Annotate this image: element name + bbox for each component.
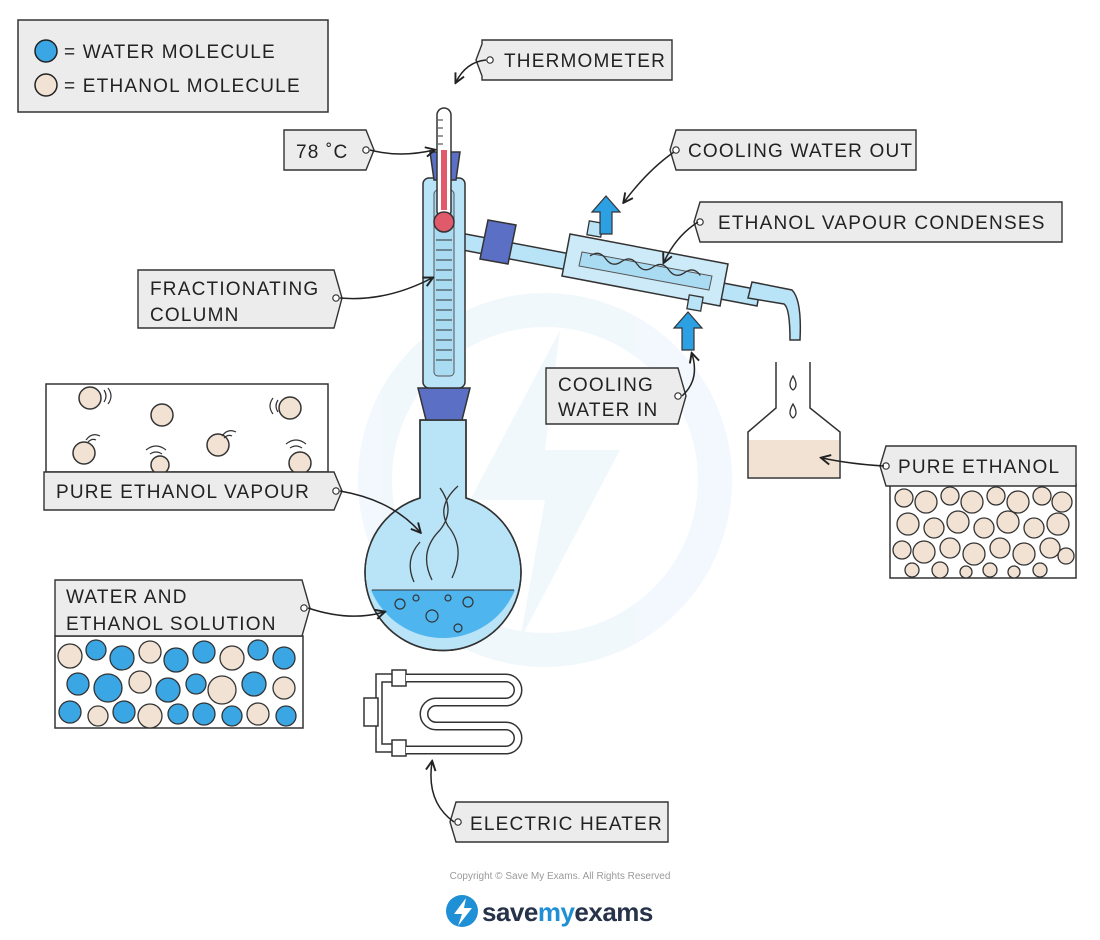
thermometer-label: THERMOMETER <box>504 51 666 72</box>
tag-cooling-water-in: COOLING WATER IN <box>545 367 687 425</box>
cooling-water-out-arrow <box>590 195 622 235</box>
drip-drop <box>789 374 797 391</box>
flow-arrows <box>590 195 704 351</box>
receiving-vessel <box>747 362 841 479</box>
pure-ethanol-molecule-box <box>889 483 1077 579</box>
solution-label-line2: ETHANOL SOLUTION <box>66 614 277 635</box>
legend-box <box>17 19 329 113</box>
drip-drop <box>789 402 797 419</box>
pure-ethanol-vapour-label: PURE ETHANOL VAPOUR <box>56 482 310 503</box>
legend: = WATER MOLECULE = ETHANOL MOLECULE <box>17 19 329 113</box>
pure-ethanol-label: PURE ETHANOL <box>898 457 1060 478</box>
tag-electric-heater: ELECTRIC HEATER <box>449 801 669 843</box>
cooling-water-in-label-line1: COOLING <box>558 375 654 396</box>
condenses-label: ETHANOL VAPOUR CONDENSES <box>718 213 1046 234</box>
electric-heater <box>363 669 523 757</box>
ethanol-molecule-icon <box>34 73 58 97</box>
tag-fractionating-column: FRACTIONATING COLUMN <box>137 269 343 329</box>
electric-heater-label: ELECTRIC HEATER <box>470 814 663 835</box>
footer: Copyright © Save My Exams. All Rights Re… <box>446 871 670 927</box>
tag-water-ethanol-solution: WATER AND ETHANOL SOLUTION <box>54 579 311 637</box>
flask-stopper <box>417 387 471 421</box>
condensing-vapour <box>589 252 701 276</box>
solution-label-line1: WATER AND <box>66 587 188 608</box>
watermark-logo <box>358 293 732 667</box>
tag-thermometer: THERMOMETER <box>475 39 673 81</box>
vapour-molecule-box <box>45 383 329 475</box>
temperature-label: 78 ˚C <box>296 142 348 163</box>
fractionating-label-line2: COLUMN <box>150 305 240 326</box>
legend-water-label: = WATER MOLECULE <box>64 42 276 63</box>
solution-liquid <box>371 590 515 638</box>
tag-pure-ethanol-vapour: PURE ETHANOL VAPOUR <box>43 471 343 511</box>
fractionating-label-line1: FRACTIONATING <box>150 279 319 300</box>
copyright-text: Copyright © Save My Exams. All Rights Re… <box>450 871 671 882</box>
water-molecule-icon <box>34 39 58 63</box>
cooling-water-out-label: COOLING WATER OUT <box>688 141 913 162</box>
round-bottom-flask <box>364 387 522 652</box>
tag-pure-ethanol: PURE ETHANOL <box>879 445 1077 487</box>
tag-condenses: ETHANOL VAPOUR CONDENSES <box>693 201 1063 243</box>
condenser <box>451 219 802 341</box>
brand-wordmark: savemyexams <box>482 897 653 927</box>
thermometer <box>433 107 455 233</box>
solution-molecule-box <box>54 635 304 729</box>
condenser-outlet <box>747 281 802 341</box>
cooling-water-in-label-line2: WATER IN <box>558 400 658 421</box>
side-arm-stopper <box>479 219 517 265</box>
tag-temperature: 78 ˚C <box>283 129 375 171</box>
cooling-water-in-arrow <box>672 311 704 351</box>
tag-cooling-water-out: COOLING WATER OUT <box>669 129 917 171</box>
thermometer-bulb <box>433 211 455 233</box>
brand-logo: savemyexams <box>446 895 653 927</box>
legend-ethanol-label: = ETHANOL MOLECULE <box>64 76 301 97</box>
